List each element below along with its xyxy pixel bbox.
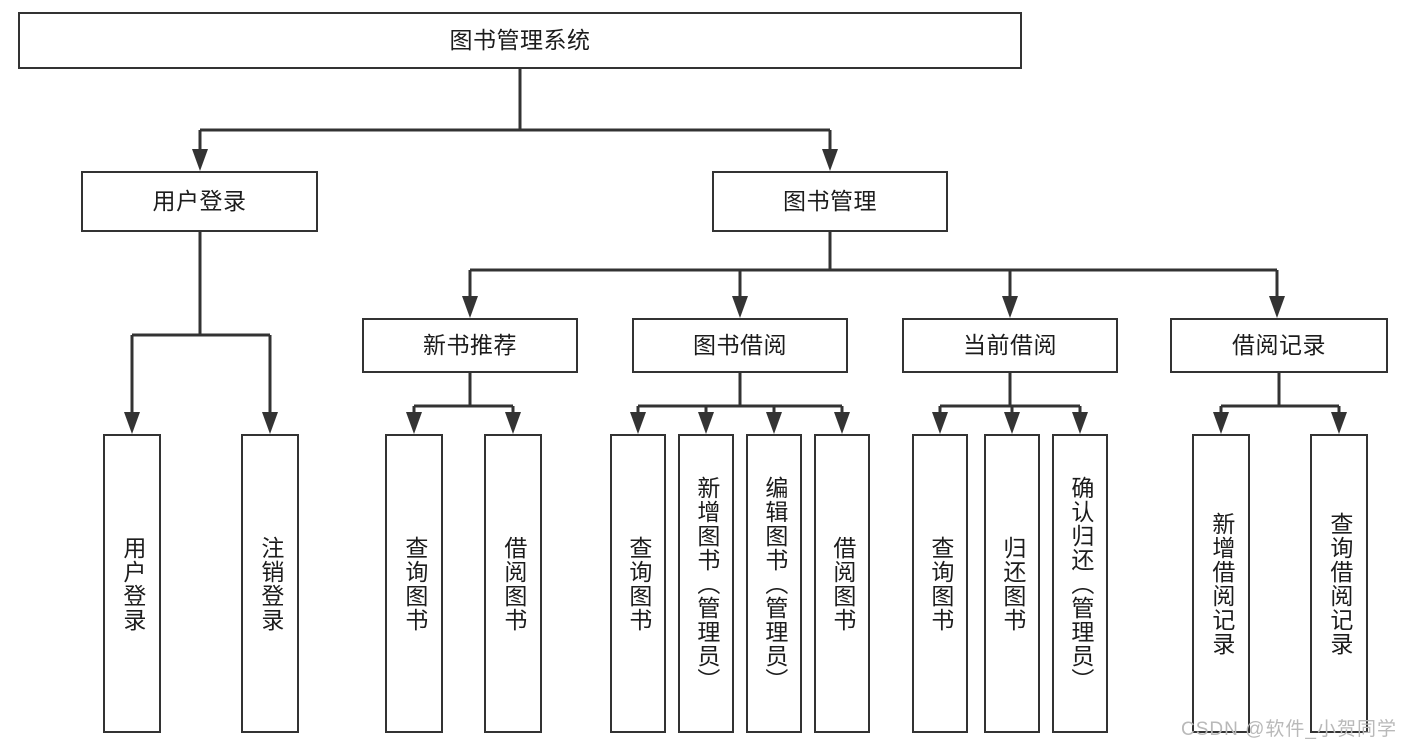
node-leaf-query-book-rec[interactable]: 查询图书 <box>385 434 443 733</box>
node-leaf-user-login[interactable]: 用户登录 <box>103 434 161 733</box>
arrow-to-leaf-borrow-book-rec-head <box>505 412 521 434</box>
node-label-leaf-query-book-cur: 查询图书 <box>927 535 954 632</box>
arrow-to-leaf-confirm-return-head <box>1072 412 1088 434</box>
node-label-root: 图书管理系统 <box>449 26 591 53</box>
node-new-book-rec[interactable]: 新书推荐 <box>362 318 578 373</box>
arrow-to-leaf-query-book-borrow-head <box>630 412 646 434</box>
node-label-book-borrow: 图书借阅 <box>693 331 787 358</box>
arrow-to-leaf-borrow-book-head <box>834 412 850 434</box>
arrow-to-user-login-head <box>192 149 208 171</box>
node-leaf-add-book[interactable]: 新增图书（管理员） <box>678 434 734 733</box>
node-leaf-logout[interactable]: 注销登录 <box>241 434 299 733</box>
node-label-leaf-borrow-book: 借阅图书 <box>829 535 856 632</box>
node-label-leaf-query-book-borrow: 查询图书 <box>625 535 652 632</box>
arrow-to-current-borrow-head <box>1002 296 1018 318</box>
node-label-leaf-edit-book: 编辑图书（管理员） <box>761 475 788 692</box>
node-leaf-confirm-return[interactable]: 确认归还（管理员） <box>1052 434 1108 733</box>
arrow-to-new-book-rec-head <box>462 296 478 318</box>
node-leaf-query-record[interactable]: 查询借阅记录 <box>1310 434 1368 733</box>
node-user-login[interactable]: 用户登录 <box>81 171 318 232</box>
arrow-to-leaf-query-record-head <box>1331 412 1347 434</box>
arrow-to-borrow-record-head <box>1269 296 1285 318</box>
node-label-user-login: 用户登录 <box>152 187 247 214</box>
node-label-leaf-confirm-return: 确认归还（管理员） <box>1067 475 1094 692</box>
node-leaf-edit-book[interactable]: 编辑图书（管理员） <box>746 434 802 733</box>
node-label-new-book-rec: 新书推荐 <box>423 331 517 358</box>
arrow-to-book-borrow-head <box>732 296 748 318</box>
node-label-leaf-logout: 注销登录 <box>257 535 284 632</box>
arrow-to-leaf-query-book-rec-head <box>406 412 422 434</box>
node-leaf-borrow-book[interactable]: 借阅图书 <box>814 434 870 733</box>
node-label-book-manage: 图书管理 <box>783 187 877 214</box>
node-borrow-record[interactable]: 借阅记录 <box>1170 318 1388 373</box>
node-book-manage[interactable]: 图书管理 <box>712 171 948 232</box>
node-label-current-borrow: 当前借阅 <box>963 331 1057 358</box>
watermark: CSDN @软件_小贺同学 <box>1181 719 1397 740</box>
node-label-leaf-add-book: 新增图书（管理员） <box>693 475 720 692</box>
node-label-leaf-borrow-book-rec: 借阅图书 <box>500 535 527 632</box>
arrow-to-leaf-add-record-head <box>1213 412 1229 434</box>
arrow-to-leaf-return-book-head <box>1004 412 1020 434</box>
arrow-to-leaf-user-login-head <box>124 412 140 434</box>
arrow-to-book-manage-head <box>822 149 838 171</box>
arrow-to-leaf-query-book-cur-head <box>932 412 948 434</box>
node-label-leaf-query-record: 查询借阅记录 <box>1326 511 1353 656</box>
arrow-to-leaf-logout-head <box>262 412 278 434</box>
node-label-borrow-record: 借阅记录 <box>1232 331 1326 358</box>
node-label-leaf-user-login: 用户登录 <box>119 535 146 632</box>
node-book-borrow[interactable]: 图书借阅 <box>632 318 848 373</box>
node-leaf-add-record[interactable]: 新增借阅记录 <box>1192 434 1250 733</box>
node-leaf-borrow-book-rec[interactable]: 借阅图书 <box>484 434 542 733</box>
node-leaf-return-book[interactable]: 归还图书 <box>984 434 1040 733</box>
node-current-borrow[interactable]: 当前借阅 <box>902 318 1118 373</box>
arrow-to-leaf-edit-book-head <box>766 412 782 434</box>
node-leaf-query-book-borrow[interactable]: 查询图书 <box>610 434 666 733</box>
node-root[interactable]: 图书管理系统 <box>18 12 1022 69</box>
node-label-leaf-return-book: 归还图书 <box>999 535 1026 632</box>
node-label-leaf-query-book-rec: 查询图书 <box>401 535 428 632</box>
arrow-to-leaf-add-book-head <box>698 412 714 434</box>
node-leaf-query-book-cur[interactable]: 查询图书 <box>912 434 968 733</box>
node-label-leaf-add-record: 新增借阅记录 <box>1208 511 1235 656</box>
